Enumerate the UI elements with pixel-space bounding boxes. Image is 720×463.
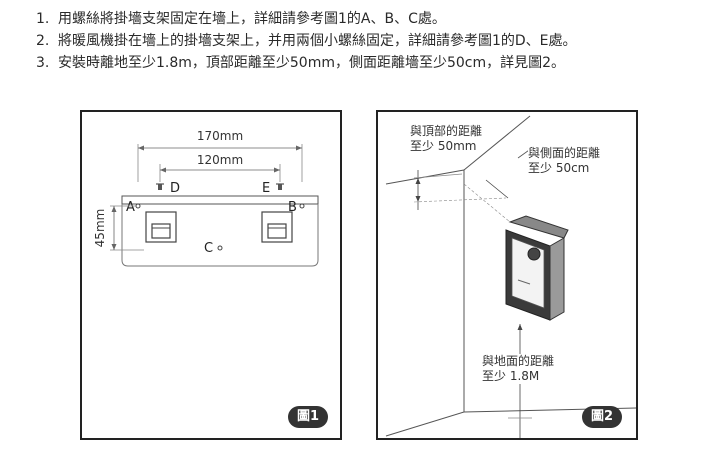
figure-1-bracket-diagram: 170mm 120mm D E A B <box>80 110 342 440</box>
step-number: 2. <box>36 33 50 49</box>
heater-icon <box>505 215 569 321</box>
figure-2-clearance-diagram: 與頂部的距離 至少 50mm 與側面的距離 至少 50cm 與地面的距離 至少 … <box>376 110 638 440</box>
side-clearance-title: 與側面的距離 <box>528 146 601 160</box>
dimension-170-label: 170mm <box>197 129 243 143</box>
top-clearance-label: 與頂部的距離 至少 50mm <box>410 124 483 154</box>
room-drawing <box>385 115 636 438</box>
screw-d-icon <box>156 183 164 190</box>
step-number: 3. <box>36 55 50 71</box>
label-a: A <box>126 200 135 215</box>
ceiling-edge <box>463 115 531 171</box>
label-b: B <box>288 200 297 215</box>
label-c: C <box>204 241 213 256</box>
figure-1-badge: 圖1 <box>288 406 328 428</box>
bracket-plate <box>121 204 319 267</box>
bracket-drawing: 170mm 120mm D E A B <box>93 129 319 267</box>
side-clearance-label: 與側面的距離 至少 50cm <box>528 146 601 176</box>
dimension-45-label: 45mm <box>93 209 107 248</box>
ground-clearance-label: 與地面的距離 至少 1.8M <box>482 354 555 384</box>
right-hook-icon <box>261 211 293 243</box>
left-hook-icon <box>145 211 177 243</box>
installation-instructions: 1. 用螺絲將掛墻支架固定在墻上，詳細請參考圖1的A、B、C處。 2. 將暖風機掛在… <box>36 8 716 74</box>
hole-c-icon <box>217 245 223 251</box>
bracket-top-flange <box>121 195 319 205</box>
ground-clearance-value: 至少 1.8M <box>482 369 540 383</box>
step-text: 將暖風機掛在墻上的掛墻支架上，并用兩個小螺絲固定，詳細請參考圖1的D、E處。 <box>58 33 577 49</box>
label-d: D <box>170 181 180 196</box>
step-number: 1. <box>36 11 50 27</box>
figure-2-badge: 圖2 <box>582 406 622 428</box>
left-wall <box>385 169 465 437</box>
step-text: 用螺絲將掛墻支架固定在墻上，詳細請參考圖1的A、B、C處。 <box>58 11 446 27</box>
top-clearance-title: 與頂部的距離 <box>410 124 483 138</box>
instruction-step-2: 2. 將暖風機掛在墻上的掛墻支架上，并用兩個小螺絲固定，詳細請參考圖1的D、E處。 <box>36 30 716 52</box>
side-clearance-value: 至少 50cm <box>528 161 590 175</box>
top-clearance-value: 至少 50mm <box>410 139 477 153</box>
step-text: 安裝時離地至少1.8m，頂部距離至少50mm，側面距離墻至少50cm，詳見圖2。 <box>58 55 566 71</box>
screw-e-icon <box>276 183 284 190</box>
side-clearance-line <box>485 179 509 199</box>
instruction-step-3: 3. 安裝時離地至少1.8m，頂部距離至少50mm，側面距離墻至少50cm，詳見圖… <box>36 52 716 74</box>
instruction-step-1: 1. 用螺絲將掛墻支架固定在墻上，詳細請參考圖1的A、B、C處。 <box>36 8 716 30</box>
ground-clearance-title: 與地面的距離 <box>482 354 555 368</box>
label-e: E <box>262 181 270 196</box>
hole-a-icon <box>135 203 141 209</box>
hole-b-icon <box>299 203 305 209</box>
dimension-120-label: 120mm <box>197 153 243 167</box>
